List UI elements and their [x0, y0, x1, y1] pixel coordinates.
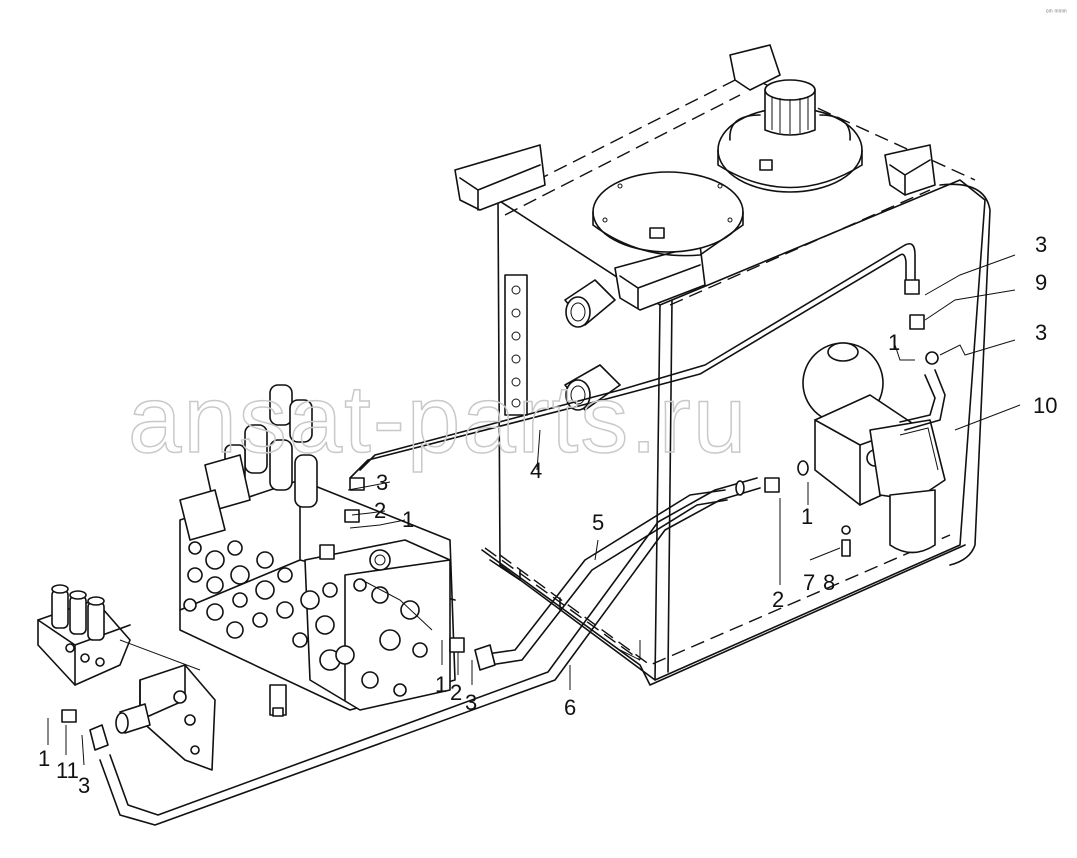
callout-2-valve: 2 — [374, 498, 386, 523]
callout-1-filter: 1 — [888, 330, 900, 355]
return-filter-assembly — [802, 342, 946, 554]
callout-5: 5 — [592, 510, 604, 535]
callout-2-mid: 2 — [772, 587, 784, 612]
callout-2-bottom: 2 — [450, 680, 462, 705]
callout-1-mid: 1 — [801, 504, 813, 529]
callout-9: 9 — [1035, 270, 1047, 295]
hoses — [61, 242, 946, 826]
callout-3-bottom: 3 — [465, 690, 477, 715]
callout-10: 10 — [1033, 393, 1057, 418]
callout-labels: 3 9 1 3 10 4 5 3 2 1 1 2 7 8 1 2 3 6 1 1… — [38, 232, 1057, 798]
callout-1-left: 1 — [38, 746, 50, 771]
hydraulic-tank — [454, 44, 991, 686]
callout-1-valve: 1 — [402, 507, 414, 532]
pilot-solenoid-block — [37, 584, 216, 771]
leader-lines — [47, 254, 1021, 766]
corner-mark: ᵉᵐ ᵐᵐᵐ — [1046, 9, 1067, 16]
callout-7: 7 — [803, 570, 815, 595]
callout-3-top: 3 — [1035, 232, 1047, 257]
callout-11: 11 — [56, 758, 79, 783]
callout-6: 6 — [564, 695, 576, 720]
callout-4: 4 — [530, 458, 542, 483]
callout-3-valve: 3 — [376, 470, 388, 495]
watermark-text: ansat-parts.ru — [128, 366, 748, 473]
callout-8: 8 — [823, 570, 835, 595]
callout-1-bottom: 1 — [435, 672, 447, 697]
callout-3-right: 3 — [1035, 320, 1047, 345]
callout-3-left: 3 — [78, 773, 90, 798]
control-valve-block — [179, 384, 456, 717]
